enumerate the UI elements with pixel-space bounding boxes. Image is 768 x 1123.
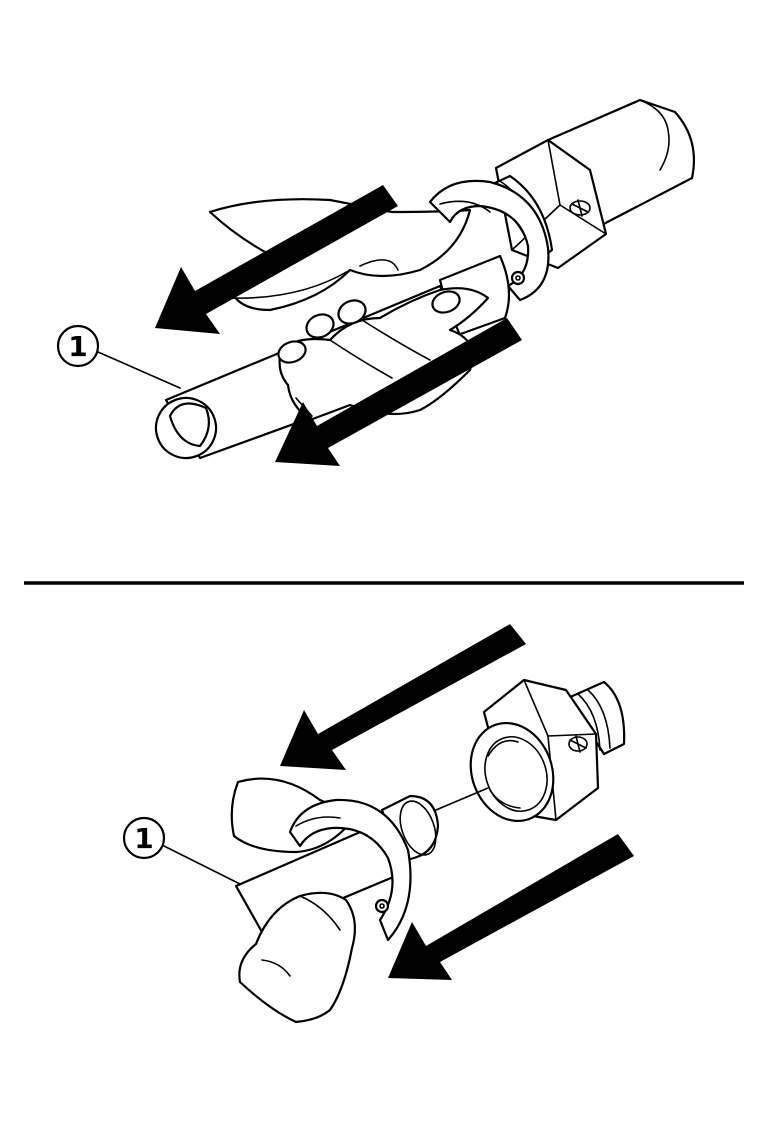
top-callout: 1 xyxy=(56,324,181,389)
top-arrow-lower xyxy=(275,318,522,466)
top-release-clip xyxy=(428,179,550,302)
top-arrow-upper xyxy=(155,185,398,334)
bottom-callout-label: 1 xyxy=(134,822,153,855)
bottom-release-clip xyxy=(288,798,412,942)
bottom-arrow-lower xyxy=(388,834,634,980)
bottom-hand-lower xyxy=(238,891,357,1024)
top-panel: 1 xyxy=(56,98,696,466)
bottom-alignment-line xyxy=(435,787,489,811)
bottom-hand-upper xyxy=(230,777,358,854)
top-callout-label: 1 xyxy=(68,330,87,363)
bottom-arrow-upper xyxy=(280,624,526,770)
bottom-hex-fitting xyxy=(469,678,626,823)
bottom-callout: 1 xyxy=(122,816,241,885)
top-hex-nut xyxy=(494,138,608,270)
bottom-panel: 1 xyxy=(122,624,634,1024)
